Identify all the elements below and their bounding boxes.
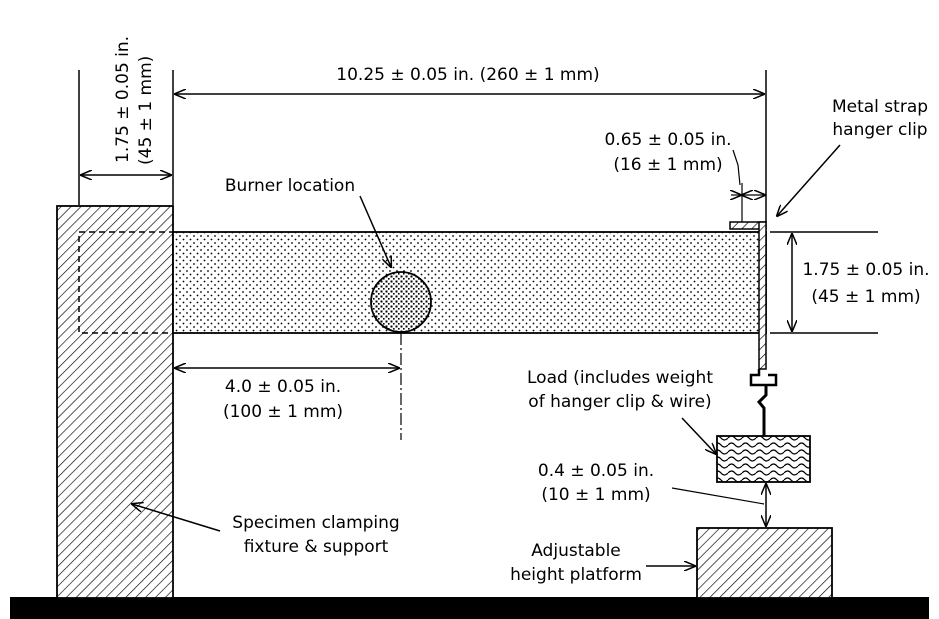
metal-strap-leader xyxy=(777,144,841,216)
platform-label-2: height platform xyxy=(510,565,642,585)
base-floor xyxy=(10,597,929,619)
load-weight xyxy=(716,435,811,483)
clamp-label-1: Specimen clamping xyxy=(232,513,399,533)
platform-label-1: Adjustable xyxy=(531,541,621,561)
adjustable-platform xyxy=(696,527,833,599)
burner-location-leader xyxy=(359,195,391,267)
gap-label-mm: (10 ± 1 mm) xyxy=(541,485,650,505)
fixture-width-dimension xyxy=(78,70,174,205)
clip-width-label-in: 0.65 ± 0.05 in. xyxy=(604,130,731,150)
load-leader xyxy=(681,417,716,454)
fixture-width-label-in: 1.75 ± 0.05 in. xyxy=(113,36,133,163)
load-label-1: Load (includes weight xyxy=(527,368,713,388)
metal-strap-hanger-clip xyxy=(729,221,778,436)
fixture-width-label-mm: (45 ± 1 mm) xyxy=(136,56,156,165)
metal-strap-label-1: Metal strap xyxy=(832,97,928,117)
specimen-length-dimension xyxy=(175,70,767,222)
specimen-height-dimension xyxy=(770,231,878,334)
specimen-length-label: 10.25 ± 0.05 in. (260 ± 1 mm) xyxy=(336,65,599,85)
burner-circle xyxy=(370,271,432,333)
metal-strap-label-2: hanger clip xyxy=(832,120,927,140)
clamp-leader xyxy=(132,504,221,532)
specimen-height-label-in: 1.75 ± 0.05 in. xyxy=(802,260,929,280)
clamping-fixture xyxy=(56,205,174,599)
burner-offset-dimension xyxy=(175,333,402,440)
clip-width-label-mm: (16 ± 1 mm) xyxy=(613,155,722,175)
specimen-height-label-mm: (45 ± 1 mm) xyxy=(811,287,920,307)
gap-label-in: 0.4 ± 0.05 in. xyxy=(538,461,654,481)
gap-dimension xyxy=(671,484,766,526)
specimen xyxy=(172,231,767,334)
clip-width-dimension xyxy=(731,149,765,222)
clamp-label-2: fixture & support xyxy=(244,537,389,557)
load-label-2: of hanger clip & wire) xyxy=(528,392,711,412)
burner-offset-label-in: 4.0 ± 0.05 in. xyxy=(225,377,341,397)
burner-offset-label-mm: (100 ± 1 mm) xyxy=(223,402,343,422)
burner-location-label: Burner location xyxy=(225,176,355,196)
